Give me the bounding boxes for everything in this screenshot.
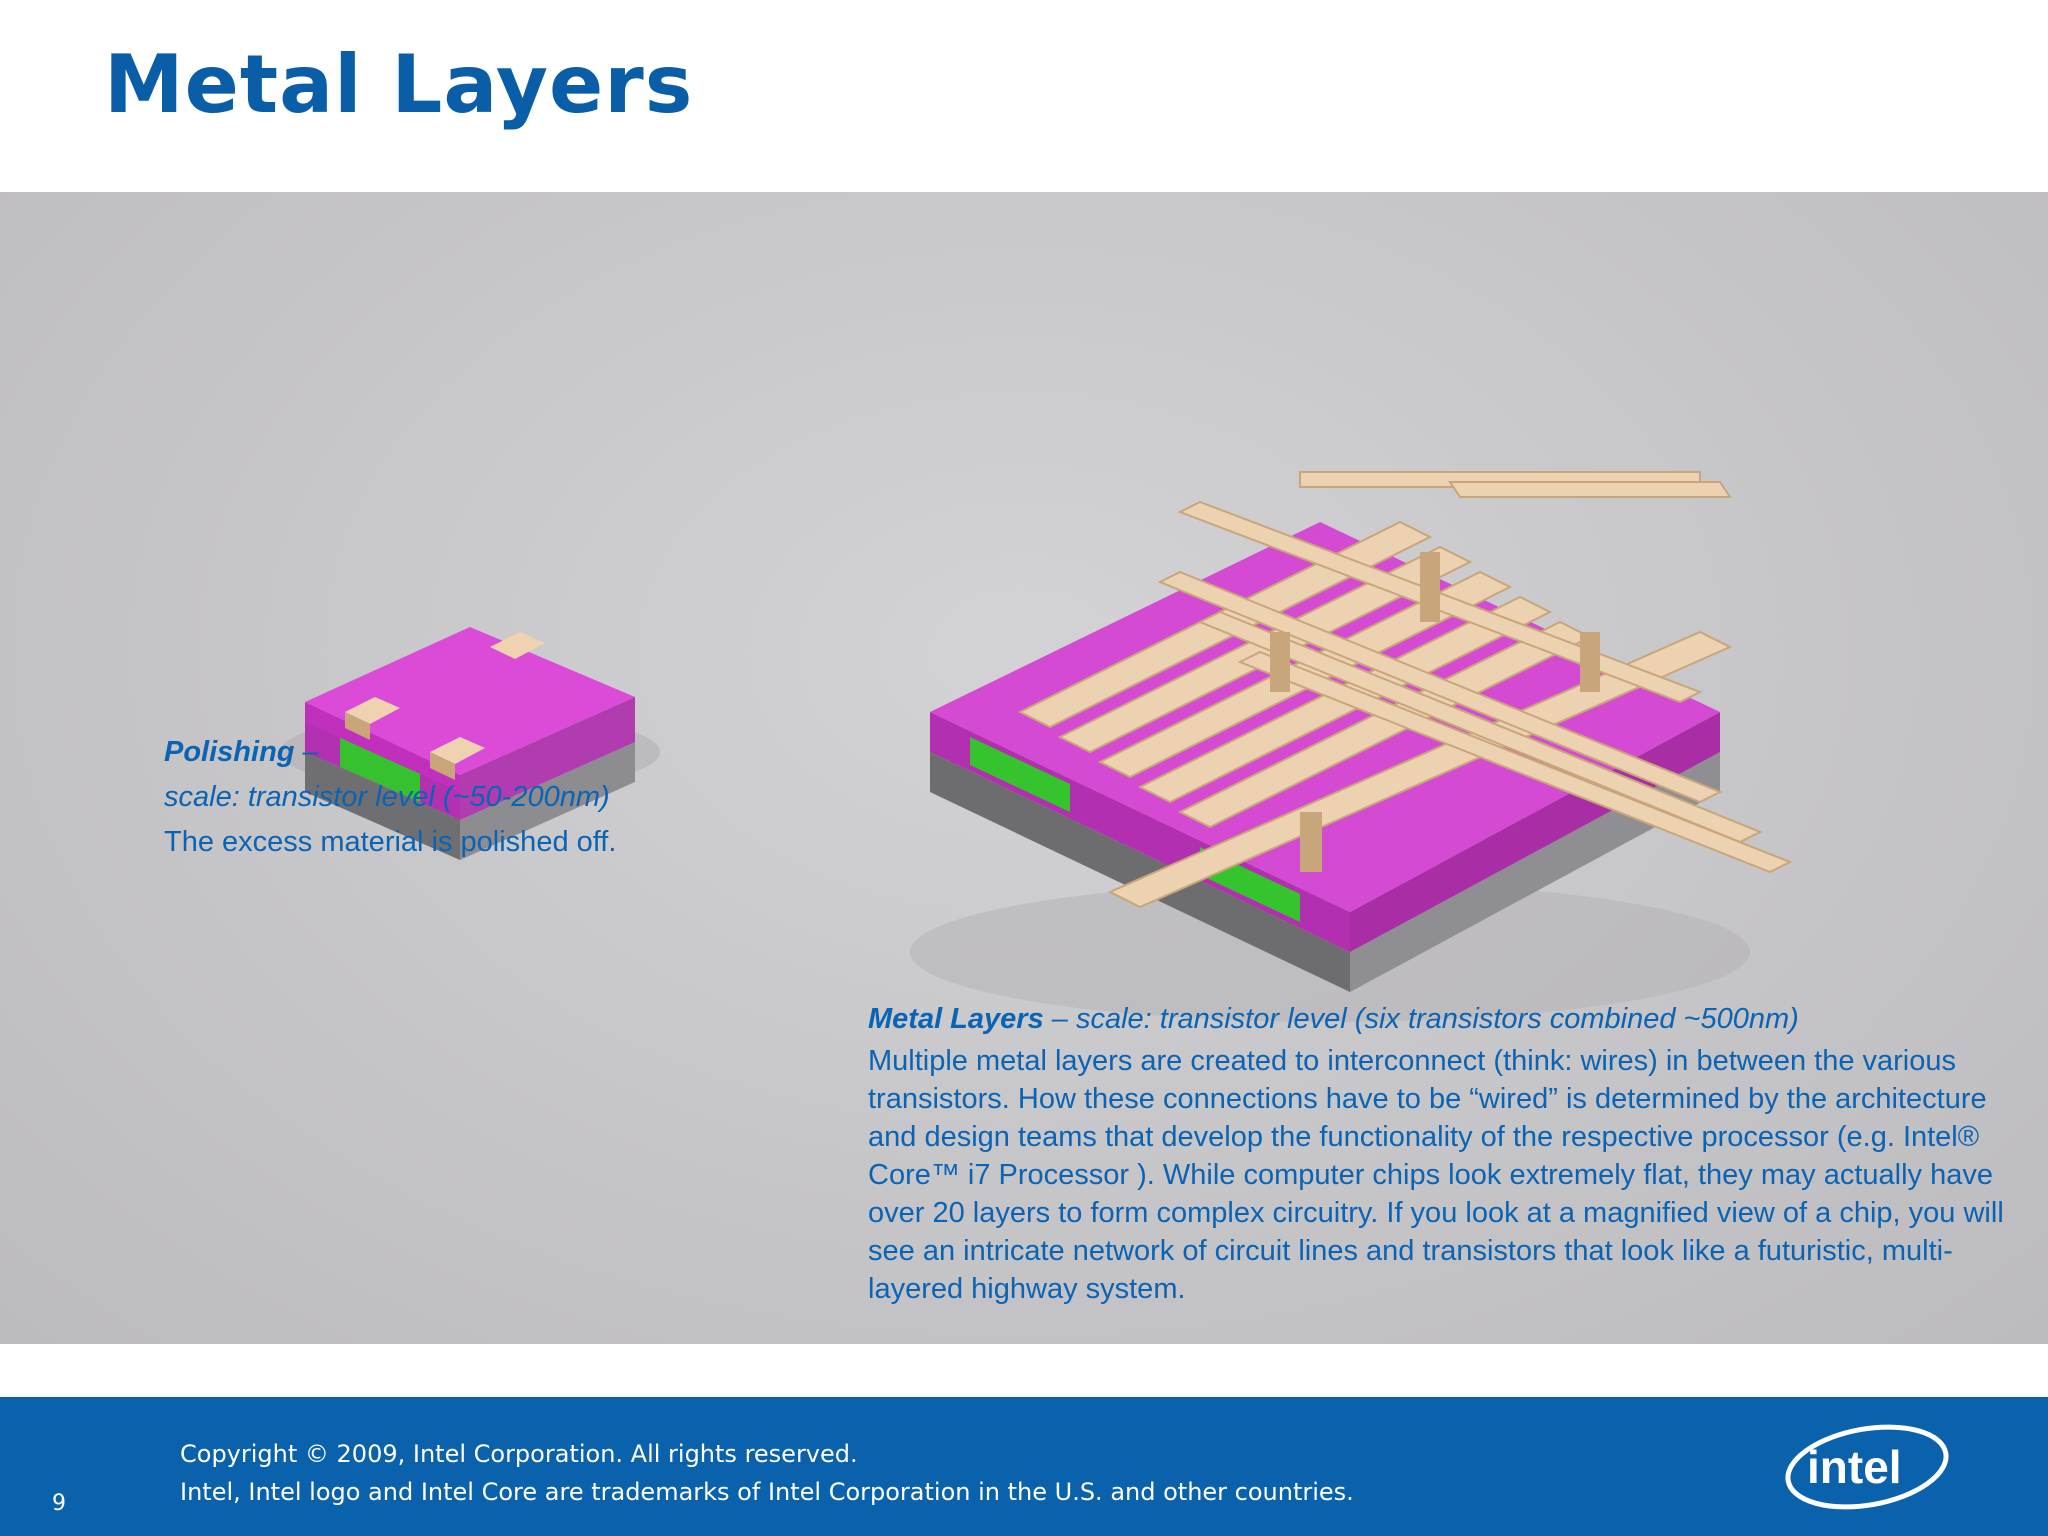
metal-layers-scale: scale: transistor level (six transistors… bbox=[1075, 1003, 1799, 1035]
chip-renders bbox=[280, 471, 1793, 1022]
polishing-body: The excess material is polished off. bbox=[164, 826, 617, 858]
metal-layers-illustration bbox=[910, 471, 1793, 1022]
footer-legal: Copyright © 2009, Intel Corporation. All… bbox=[180, 1435, 1354, 1511]
polishing-heading: Polishing bbox=[164, 736, 295, 768]
metal-layers-dash: – bbox=[1043, 1003, 1076, 1035]
metal-layers-heading: Metal Layers bbox=[868, 1003, 1044, 1035]
metal-layers-body: Multiple metal layers are created to int… bbox=[868, 1045, 2004, 1305]
trademark-text: Intel, Intel logo and Intel Core are tra… bbox=[180, 1478, 1354, 1506]
polishing-dash: – bbox=[294, 736, 319, 768]
polishing-scale: scale: transistor level (~50-200nm) bbox=[164, 781, 610, 813]
metal-layers-caption: Metal Layers – scale: transistor level (… bbox=[868, 1000, 2008, 1308]
render-illustration: Polishing – scale: transistor level (~50… bbox=[0, 192, 2048, 1344]
logo-text: intel bbox=[1807, 1441, 1902, 1493]
footer-bar: 9 Copyright © 2009, Intel Corporation. A… bbox=[0, 1397, 2048, 1536]
page-number: 9 bbox=[52, 1491, 66, 1516]
polishing-caption: Polishing – scale: transistor level (~50… bbox=[164, 730, 724, 865]
copyright-text: Copyright © 2009, Intel Corporation. All… bbox=[180, 1440, 858, 1468]
slide-title: Metal Layers bbox=[104, 38, 694, 131]
intel-logo: intel bbox=[1785, 1424, 1949, 1510]
polished-transistor-illustration bbox=[280, 627, 660, 860]
